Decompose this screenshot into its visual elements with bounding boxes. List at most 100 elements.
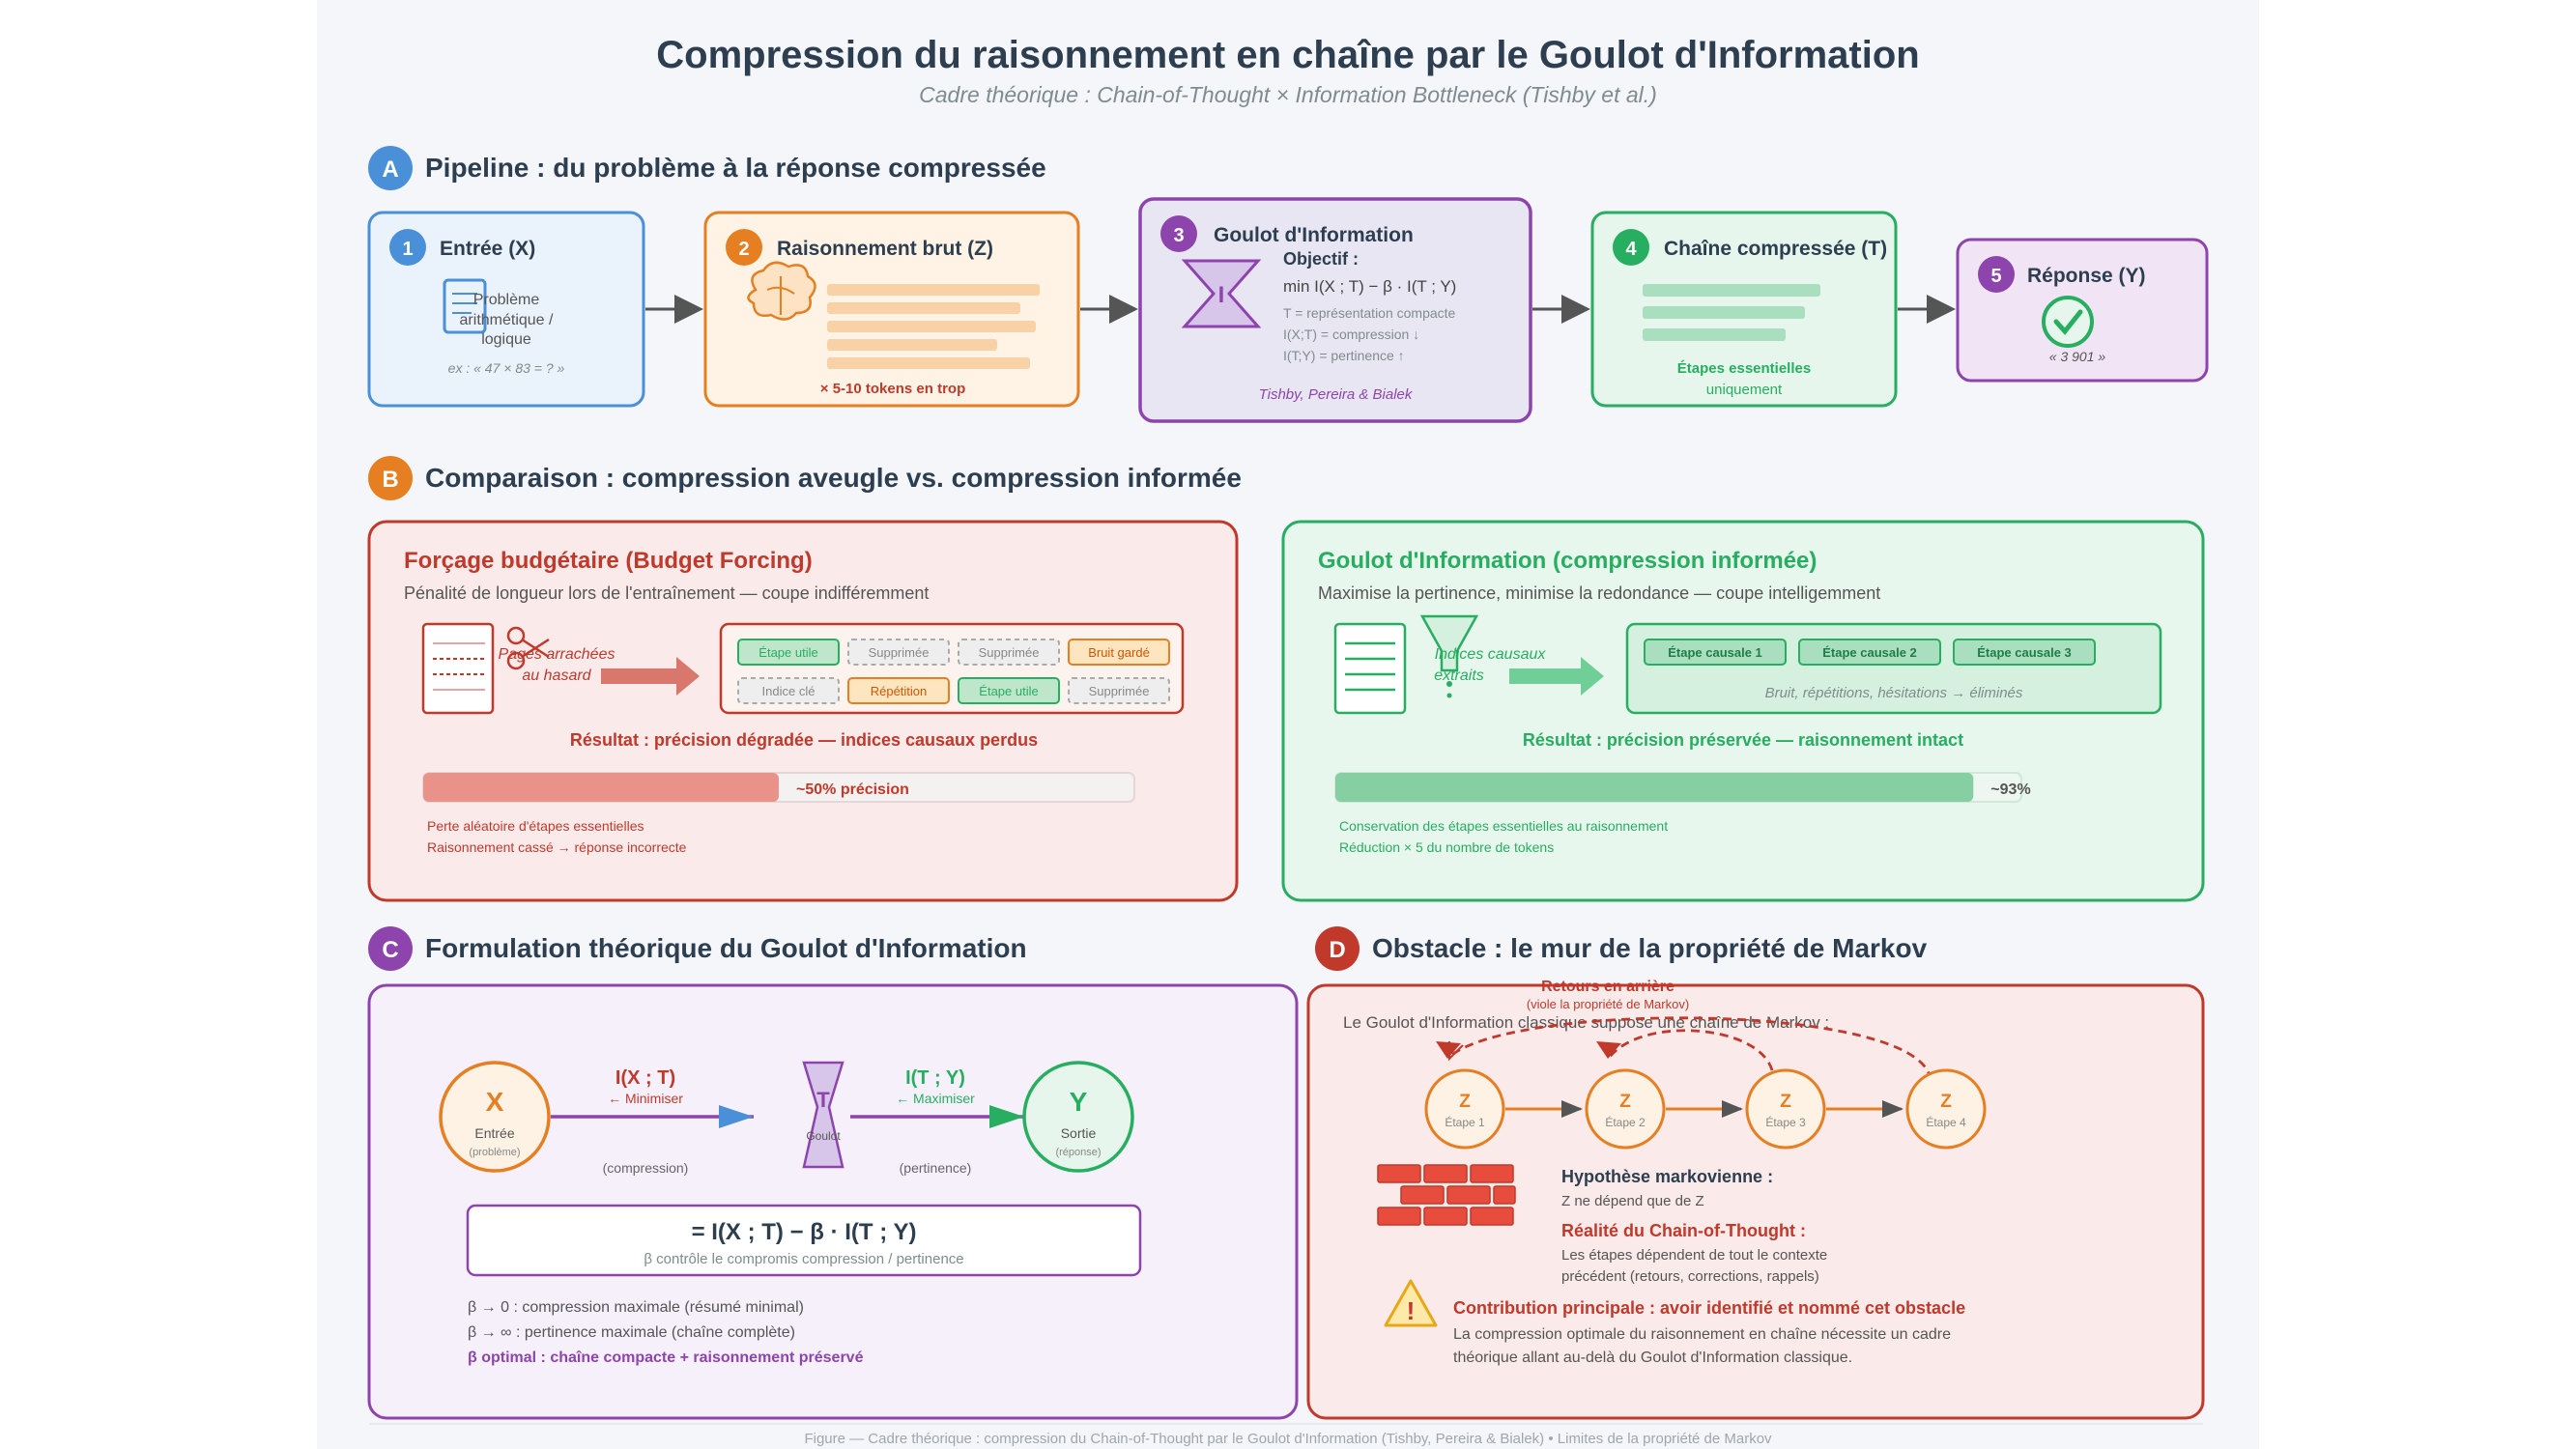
pipeline-step-compressed-chain: 4 Chaîne compressée (T) Étapes essentiel… (1590, 211, 1898, 408)
step3-line-3: I(T;Y) = pertinence ↑ (1283, 348, 1405, 363)
section-a: A Pipeline : du problème à la réponse co… (367, 146, 2209, 423)
step4-note-2: uniquement (1706, 382, 1783, 398)
backtrack-arc-long (1448, 1016, 1932, 1081)
information-bottleneck-panel: Goulot d'Information (compression inform… (1281, 520, 2205, 902)
ib-tag-label: Étape causale 3 (1977, 645, 2072, 660)
brain-icon (747, 261, 816, 321)
budget-tag (847, 639, 950, 666)
step5-title: Réponse (Y) (2027, 265, 2146, 287)
funnel-icon (1419, 614, 1479, 698)
backtrack-arc-short (1608, 1029, 1774, 1071)
cot-reality-line-2: précédent (retours, corrections, rappels… (1561, 1268, 1819, 1285)
markov-edge-arrowhead (1722, 1100, 1743, 1118)
section-b-badge-label: B (382, 467, 398, 493)
markov-hypothesis-text: Z ne dépend que de Z (1561, 1193, 1704, 1209)
ixt-note: (compression) (603, 1160, 689, 1176)
markov-node (1745, 1068, 1826, 1150)
ib-tag (1644, 639, 1787, 666)
node-t-symbol: T (816, 1088, 830, 1112)
torn-pages-label-1: Pages arrachées (499, 646, 615, 663)
budget-tag (958, 677, 1060, 704)
backtrack-arrowhead-1 (1436, 1041, 1461, 1059)
node-x-symbol: X (486, 1087, 504, 1117)
budget-forcing-desc: Pénalité de longueur lors de l'entraînem… (404, 583, 929, 603)
step1-title: Entrée (X) (440, 238, 535, 260)
brick-wall-icon (1377, 1164, 1516, 1226)
step3-line-1: T = représentation compacte (1283, 305, 1456, 321)
markov-node-symbol: Z (1780, 1092, 1791, 1112)
beta-note-1: β → 0 : compression maximale (résumé min… (468, 1299, 804, 1316)
page-subtitle: Cadre théorique : Chain-of-Thought × Inf… (919, 82, 1657, 107)
budget-bullet-2: Raisonnement cassé → réponse incorrecte (427, 839, 687, 855)
budget-tag (847, 677, 950, 704)
budget-precision-label: ~50% précision (796, 781, 909, 798)
warning-mark: ! (1407, 1296, 1416, 1325)
markov-hypothesis-title: Hypothèse markovienne : (1561, 1167, 1773, 1186)
step3-reference: Tishby, Pereira & Bialek (1259, 386, 1414, 403)
clean-page-icon (1333, 622, 1407, 715)
step3-formula: min I(X ; T) − β · I(T ; Y) (1283, 277, 1456, 296)
step3-number: 3 (1173, 225, 1184, 246)
budget-tag (737, 639, 840, 666)
document-icon (443, 278, 487, 334)
markov-node (1585, 1068, 1666, 1150)
step1-example: ex : « 47 × 83 = ? » (448, 360, 565, 376)
scissors-icon (506, 626, 550, 670)
section-b-title: Comparaison : compression aveugle vs. co… (425, 463, 1242, 493)
step3-line-2: I(X;T) = compression ↓ (1283, 327, 1419, 342)
budget-tag-label: Indice clé (762, 684, 816, 698)
step4-number: 4 (1625, 239, 1637, 260)
pipeline-step-bottleneck: 3 Goulot d'Information I Objectif : min … (1138, 197, 1532, 423)
section-d-badge (1315, 926, 1360, 971)
figure-caption: Figure — Cadre théorique : compression d… (804, 1431, 1772, 1447)
beta-note-3: β optimal : chaîne compacte + raisonneme… (468, 1350, 864, 1366)
section-c: C Formulation théorique du Goulot d'Info… (367, 926, 1299, 1420)
backtrack-arrowhead-2 (1596, 1041, 1621, 1059)
section-a-title: Pipeline : du problème à la réponse comp… (425, 153, 1046, 183)
contribution-title: Contribution principale : avoir identifi… (1453, 1298, 1965, 1318)
section-c-title: Formulation théorique du Goulot d'Inform… (425, 933, 1027, 963)
backtrack-title: Retours en arrière (1541, 979, 1674, 995)
contribution-line-2: théorique allant au-delà du Goulot d'Inf… (1453, 1350, 1852, 1366)
section-b: B Comparaison : compression aveugle vs. … (367, 456, 2205, 902)
ib-arrow (1509, 657, 1604, 696)
step1-text-2: arithmétique / (460, 312, 554, 328)
check-circle-icon (2042, 296, 2094, 348)
t-to-y-arrowhead (989, 1105, 1024, 1128)
ib-tag-label: Étape causale 2 (1822, 645, 1917, 660)
lagrangian-formula: = I(X ; T) − β · I(T ; Y) (692, 1219, 917, 1245)
markov-node-label: Étape 3 (1765, 1115, 1806, 1129)
funnel-label-1: Indices causaux (1435, 646, 1547, 663)
markov-node-symbol: Z (1619, 1092, 1631, 1112)
budget-tag-label: Supprimée (869, 645, 930, 660)
ixt-label: I(X ; T) (615, 1067, 675, 1089)
ib-result: Résultat : précision préservée — raisonn… (1523, 730, 1963, 750)
budget-forcing-panel: Forçage budgétaire (Budget Forcing) Péna… (367, 520, 1239, 902)
markov-node-label: Étape 4 (1926, 1115, 1966, 1129)
section-a-badge (368, 146, 413, 190)
ib-removed-note: Bruit, répétitions, hésitations → élimin… (1765, 685, 2023, 701)
hourglass-icon: I (1181, 259, 1262, 328)
ib-bullet-1: Conservation des étapes essentielles au … (1339, 818, 1668, 834)
ity-sublabel: ← Maximiser (896, 1091, 975, 1106)
section-d-badge-label: D (1329, 937, 1345, 963)
node-t-bottleneck: T Goulot (802, 1061, 844, 1169)
markov-node-label: Étape 2 (1605, 1115, 1646, 1129)
step4-title: Chaîne compressée (T) (1664, 238, 1887, 260)
node-x-label: Entrée (474, 1125, 514, 1141)
node-y-sublabel: (réponse) (1055, 1147, 1101, 1158)
budget-arrow (601, 657, 700, 696)
ity-label: I(T ; Y) (905, 1067, 965, 1089)
node-y-label: Sortie (1061, 1125, 1097, 1141)
budget-forcing-title: Forçage budgétaire (Budget Forcing) (404, 548, 813, 574)
beta-note-2: β → ∞ : pertinence maximale (chaîne comp… (468, 1324, 795, 1341)
budget-tag-label: Répétition (871, 684, 928, 698)
step5-answer: « 3 901 » (2049, 349, 2106, 364)
pipeline-step-answer: 5 Réponse (Y) « 3 901 » (1956, 238, 2209, 383)
section-a-badge-label: A (382, 156, 398, 183)
step2-title: Raisonnement brut (Z) (777, 238, 993, 260)
pipeline-step-input: 1 Entrée (X) Problème arithmétique / log… (367, 211, 645, 408)
node-y-symbol: Y (1070, 1087, 1088, 1117)
